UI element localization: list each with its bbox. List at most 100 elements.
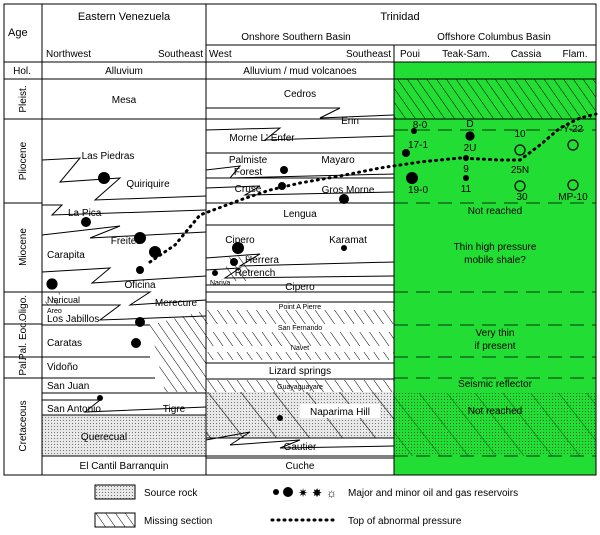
off-not-reached-1: Not reached <box>468 206 522 217</box>
age-oligocene: Oligo. <box>18 295 29 321</box>
legend-missing-swatch <box>94 512 136 528</box>
ev-vidono: Vidoño <box>47 362 78 373</box>
header-eastern-venezuela: Eastern Venezuela <box>78 11 171 23</box>
off-thin-2: mobile shale? <box>464 255 526 266</box>
age-hol: Hol. <box>13 66 31 77</box>
naparima-label-bg <box>300 404 380 418</box>
age-paleocene: Pal. <box>18 358 29 375</box>
legend-missing-label: Missing section <box>144 516 212 527</box>
missing-eoc-lower <box>206 352 394 360</box>
tr-morne: Morne L' Enfer <box>229 133 295 144</box>
off-9: 9 <box>463 164 469 175</box>
tr-guayaguayare: Guayaguayare <box>277 384 323 391</box>
header-teak: Teak-Sam. <box>442 49 490 60</box>
ev-la-pica: La Pica <box>68 208 102 219</box>
ev-quiriquire: Quiriquire <box>126 179 170 190</box>
age-miocene: Miocene <box>18 228 29 266</box>
header-northwest: Northwest <box>46 49 91 60</box>
header-poui: Poui <box>400 49 420 60</box>
tr-cuche: Cuche <box>286 461 315 472</box>
age-pleist: Pleist. <box>18 85 29 112</box>
tr-palmiste: Palmiste <box>229 155 268 166</box>
tr-karamat: Karamat <box>329 235 367 246</box>
ev-san-antonio: San Antonio <box>47 404 101 415</box>
offshore-missing-cret <box>394 393 596 456</box>
ev-carapita: Carapita <box>47 250 85 261</box>
off-11: 11 <box>461 184 472 195</box>
tr-lengua: Lengua <box>283 209 317 220</box>
off-very-thin-2: if present <box>474 341 515 352</box>
minor-reservoir-markers <box>46 131 579 290</box>
tr-naparima-hill: Naparima Hill <box>310 407 370 418</box>
header-trinidad: Trinidad <box>380 11 419 23</box>
offshore-dashed-lines <box>394 129 596 457</box>
abnormal-pressure-line <box>148 112 598 264</box>
tr-nariva: Nariva <box>210 280 230 287</box>
header-west: West <box>209 49 232 60</box>
off-mp-10: MP-10 <box>558 192 588 203</box>
tr-lizard-springs: Lizard springs <box>269 366 331 377</box>
ev-alluvium: Alluvium <box>105 66 143 77</box>
age-pliocene: Pliocene <box>18 141 29 180</box>
tr-alluvium: Alluvium / mud volcanoes <box>243 66 356 77</box>
header-age: Age <box>8 27 28 39</box>
tr-point-a-pierre: Point A Pierre <box>279 304 322 311</box>
ev-el-cantil: El Cantil Barranquin <box>80 461 169 472</box>
ev-san-juan: San Juan <box>47 381 89 392</box>
ev-freites: Freites <box>111 236 142 247</box>
ev-los-jabillos: Los Jabillos <box>47 314 99 325</box>
off-30: 30 <box>516 192 528 203</box>
off-2u: 2U <box>464 143 477 154</box>
svg-text:✷: ✷ <box>298 486 308 500</box>
ev-tigre: Tigre <box>163 404 186 415</box>
off-19-0: 19-0 <box>408 185 428 196</box>
legend-pressure-label: Top of abnormal pressure <box>348 516 462 527</box>
legend-reservoir-symbols: ✷ ✸ ☼ <box>273 486 337 500</box>
off-d: D <box>466 119 473 130</box>
tr-cedros: Cedros <box>284 89 316 100</box>
legend-source-swatch <box>94 484 136 500</box>
legend-source-label: Source rock <box>144 488 198 499</box>
off-thin-1: Thin high pressure <box>454 242 537 253</box>
missing-eoc-upper <box>206 332 394 346</box>
missing-ev-wedge <box>150 310 206 392</box>
off-8-0: 8-0 <box>413 120 428 131</box>
tr-navet: Navet <box>291 345 309 352</box>
tr-retrench: Retrench <box>235 268 276 279</box>
interfinger-lines <box>41 107 395 459</box>
ev-las-piedras: Las Piedras <box>82 151 135 162</box>
age-eocene: Pal. Eoc. <box>18 320 29 360</box>
tr-gautier: Gautier <box>284 442 317 453</box>
off-not-reached-2: Not reached <box>468 406 522 417</box>
tr-cipero: Cipero <box>225 235 255 246</box>
off-25n: 25N <box>511 165 529 176</box>
ev-merecure: Merecure <box>155 298 198 309</box>
legend-reservoirs-label: Major and minor oil and gas reservoirs <box>348 488 518 499</box>
ev-areo: Areo <box>47 308 62 315</box>
ev-naricual: Naricual <box>47 295 80 305</box>
tr-mayaro: Mayaro <box>321 155 355 166</box>
tr-erin: Erin <box>341 116 359 127</box>
off-very-thin-1: Very thin <box>476 328 515 339</box>
header-onshore: Onshore Southern Basin <box>241 32 351 43</box>
header-offshore: Offshore Columbus Basin <box>437 32 551 43</box>
svg-text:☼: ☼ <box>326 486 337 500</box>
tr-cruse: Cruse <box>235 184 262 195</box>
ev-oficina: Oficina <box>124 280 156 291</box>
tr-herrera: Herrera <box>245 255 279 266</box>
tr-gros-morne: Gros Morne <box>322 185 375 196</box>
age-cretaceous: Cretaceous <box>18 400 29 451</box>
offshore-missing-pleist <box>394 79 596 119</box>
missing-oligo <box>206 310 394 324</box>
off-10: 10 <box>514 129 526 140</box>
off-y-22: Y-22 <box>563 124 584 135</box>
tr-cipero-lower: Cipero <box>285 282 315 293</box>
header-flam: Flam. <box>563 49 588 60</box>
svg-text:✸: ✸ <box>312 486 322 500</box>
grid-lines <box>3 3 597 476</box>
off-seismic-reflector: Seismic reflector <box>458 379 533 390</box>
header-southeast: Southeast <box>158 49 203 60</box>
ev-querecual: Querecual <box>81 432 127 443</box>
off-17-1: 17-1 <box>408 140 428 151</box>
